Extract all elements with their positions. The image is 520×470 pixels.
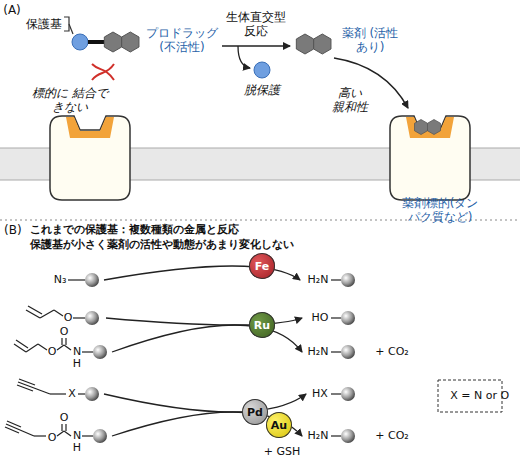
atom-label: H₂N [308,345,329,358]
atom-label: N [73,429,81,442]
atom-label: H₂N [308,273,329,286]
metal-circle: Fe [249,253,275,279]
note-label: 標的に 結合できない [32,86,109,115]
note-label: 脱保護 [244,83,280,97]
note-label: X = N or O [450,389,490,402]
reagent-label: + GSH [264,445,301,458]
metal-symbol: Pd [247,406,263,419]
byproduct-label: + CO₂ [375,345,408,358]
metal-symbol: Au [271,419,287,432]
atom-label: H [73,357,81,370]
metal-circle: Ru [249,312,275,338]
atom-label: H₂N [308,429,329,442]
header-text: 保護基が小さく薬剤の活性や動態があまり変化しない [30,238,294,251]
target-label: 薬剤標的(タンパク質など) [400,196,480,225]
atom-label: X [68,387,76,400]
panel-letter: (A) [3,3,21,17]
atom-label: O [48,345,57,358]
atom-label: HX [312,387,328,400]
metal-symbol: Fe [255,260,270,273]
metal-circle: Au [266,412,292,438]
atom-label: HO [312,311,329,324]
prodrug-label: プロドラッグ (不活性) [144,26,220,55]
panel-letter: (B) [4,223,22,237]
atom-label: N₃ [54,273,67,286]
drug-label: 薬剤 (活性あり) [338,26,403,55]
atom-label: O [48,431,57,444]
part-label: 保護基 [26,17,62,31]
atom-label: O [64,311,73,324]
metal-symbol: Ru [254,319,270,332]
byproduct-label: + CO₂ [375,429,408,442]
note-label: 高い 親和性 [330,86,370,115]
atom-label: O [60,411,69,424]
atom-label: H [73,441,81,454]
header-text: これまでの保護基：複数種類の金属と反応 [30,223,239,236]
atom-label: O [60,325,69,338]
reaction-label: 生体直交型 反応 [224,10,289,39]
metal-circle: Pd [242,399,268,425]
atom-label: N [73,345,81,358]
